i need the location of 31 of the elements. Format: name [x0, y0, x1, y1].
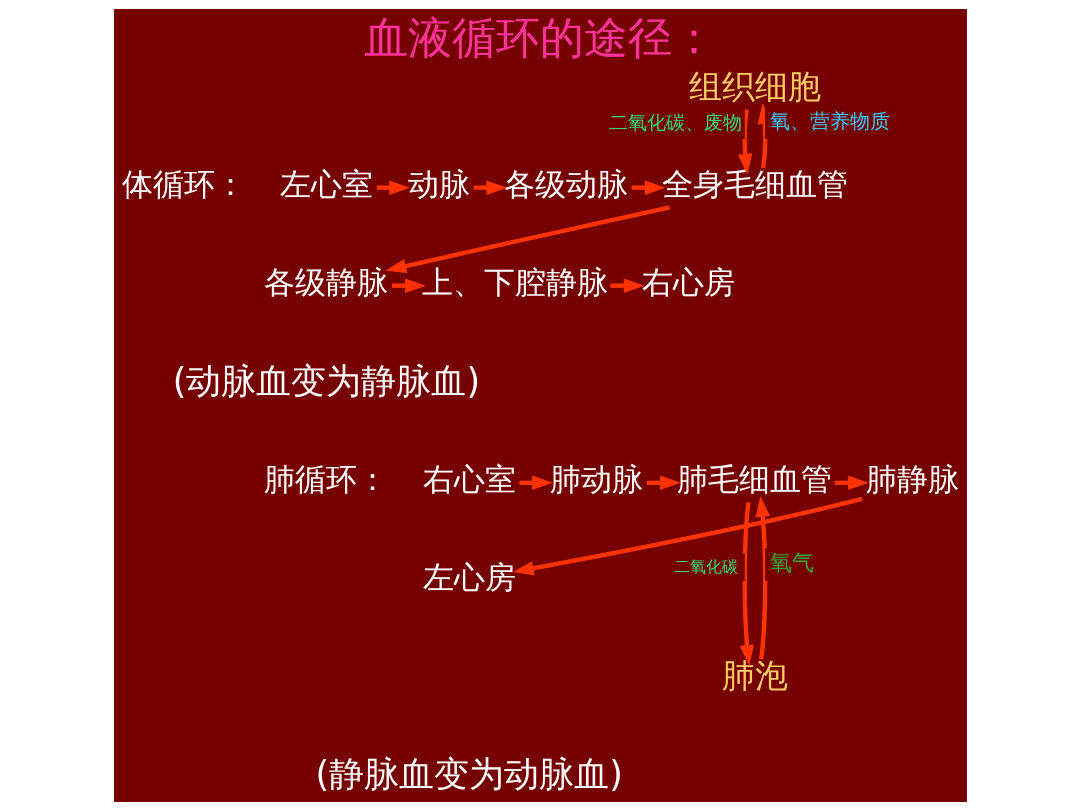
label: 体循环： [121, 166, 246, 202]
edge-label: 二氧化碳、废物 [608, 111, 742, 133]
edge-label: 氧、营养物质 [769, 109, 890, 133]
node-text: 各级静脉 [263, 264, 388, 300]
node-text: 左心房 [422, 559, 516, 595]
label: (动脉血变为静脉血) [172, 360, 480, 401]
node-text: 肺泡 [721, 656, 788, 695]
node-text: 肺静脉 [865, 461, 959, 497]
arrow [739, 501, 754, 666]
node-text: 左心室 [279, 166, 373, 202]
node-text: 动脉 [407, 166, 470, 202]
edge-label: 氧气 [769, 549, 814, 575]
node-text: 肺毛细血管 [676, 461, 832, 497]
node-text: 肺动脉 [549, 461, 643, 497]
node-text: 全身毛细血管 [661, 166, 848, 202]
edge-label: 二氧化碳 [673, 556, 738, 576]
node-text: 各级动脉 [503, 166, 628, 202]
label: 肺循环： [263, 461, 388, 497]
arrow [473, 179, 507, 195]
label: (静脉血变为动脉血) [315, 753, 623, 794]
arrow [385, 204, 670, 273]
node-text: 组织细胞 [688, 67, 821, 106]
node-text: 上、下腔静脉 [421, 264, 608, 300]
arrow [631, 179, 666, 195]
arrow [512, 496, 863, 575]
arrow [737, 108, 752, 175]
node-text: 右心房 [641, 264, 735, 300]
arrow [376, 179, 410, 195]
arrow [755, 495, 770, 660]
node-text: 右心室 [422, 461, 516, 497]
diagram-title: 血液循环的途径： [364, 12, 716, 63]
